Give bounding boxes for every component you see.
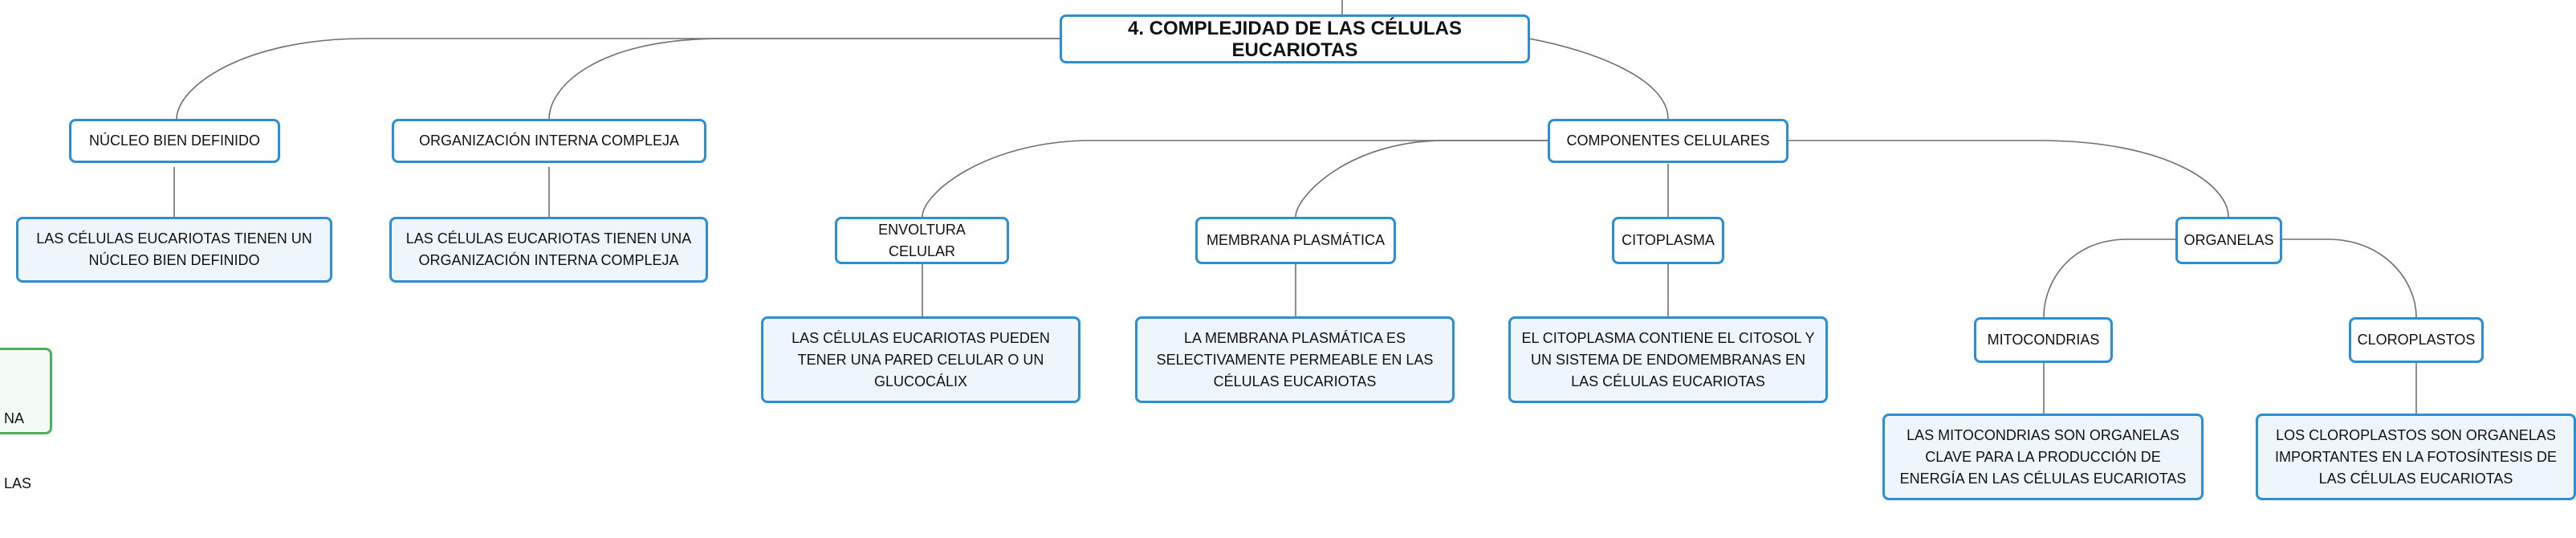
detail-mitocondrias-text: LAS MITOCONDRIAS SON ORGANELAS CLAVE PAR… <box>1899 426 2187 487</box>
connector-organelas-cloroplastos <box>2282 238 2417 318</box>
topic-organizacion-label: ORGANIZACIÓN INTERNA COMPLEJA <box>418 132 680 149</box>
mind-map-canvas: NA LAS 4. COMPLEJIDAD DE LAS CÉLULAS EUC… <box>0 0 2576 500</box>
detail-membrana-text: LA MEMBRANA PLASMÁTICA ES SELECTIVAMENTE… <box>1156 329 1434 389</box>
topic-cloroplastos[interactable]: CLOROPLASTOS <box>2349 317 2484 363</box>
topic-envoltura[interactable]: ENVOLTURA CELULAR <box>835 217 1009 264</box>
topic-nucleo[interactable]: NÚCLEO BIEN DEFINIDO <box>69 119 280 163</box>
topic-mitocondrias-label: MITOCONDRIAS <box>1987 332 2100 348</box>
root-topic[interactable]: 4. COMPLEJIDAD DE LAS CÉLULAS EUCARIOTAS <box>1060 14 1530 63</box>
detail-organizacion[interactable]: LAS CÉLULAS EUCARIOTAS TIENEN UNA ORGANI… <box>389 217 708 283</box>
connector-lines <box>173 0 2417 414</box>
topic-citoplasma-label: CITOPLASMA <box>1622 232 1715 248</box>
detail-membrana[interactable]: LA MEMBRANA PLASMÁTICA ES SELECTIVAMENTE… <box>1135 316 1455 403</box>
detail-mitocondrias[interactable]: LAS MITOCONDRIAS SON ORGANELAS CLAVE PAR… <box>1882 414 2204 500</box>
topic-mitocondrias[interactable]: MITOCONDRIAS <box>1974 317 2113 363</box>
root-topic-title: 4. COMPLEJIDAD DE LAS CÉLULAS EUCARIOTAS <box>1127 17 1463 61</box>
detail-organizacion-text: LAS CÉLULAS EUCARIOTAS TIENEN UNA ORGANI… <box>405 230 692 268</box>
detail-envoltura-text: LAS CÉLULAS EUCARIOTAS PUEDEN TENER UNA … <box>792 329 1050 389</box>
offscreen-topic-node[interactable]: NA LAS <box>0 348 52 491</box>
connector-root-organizacion <box>548 38 1060 120</box>
connector-comp-organelas <box>1789 140 2229 218</box>
detail-citoplasma[interactable]: EL CITOPLASMA CONTIENE EL CITOSOL Y UN S… <box>1508 316 1828 403</box>
connector-root-componentes <box>1528 38 1669 120</box>
connector-comp-envoltura <box>922 140 1548 218</box>
topic-membrana[interactable]: MEMBRANA PLASMÁTICA <box>1195 217 1396 264</box>
topic-organizacion[interactable]: ORGANIZACIÓN INTERNA COMPLEJA <box>392 119 706 163</box>
topic-membrana-label: MEMBRANA PLASMÁTICA <box>1206 232 1386 248</box>
detail-nucleo-text: LAS CÉLULAS EUCARIOTAS TIENEN UN NÚCLEO … <box>36 230 312 268</box>
detail-cloroplastos-text: LOS CLOROPLASTOS SON ORGANELAS IMPORTANT… <box>2274 426 2558 487</box>
connector-comp-membrana <box>1295 140 1548 218</box>
topic-organelas[interactable]: ORGANELAS <box>2175 217 2282 264</box>
detail-nucleo[interactable]: LAS CÉLULAS EUCARIOTAS TIENEN UN NÚCLEO … <box>16 217 332 283</box>
topic-envoltura-label: ENVOLTURA CELULAR <box>878 221 966 259</box>
topic-componentes-label: COMPONENTES CELULARES <box>1566 132 1770 149</box>
topic-nucleo-label: NÚCLEO BIEN DEFINIDO <box>88 132 261 149</box>
topic-citoplasma[interactable]: CITOPLASMA <box>1612 217 1724 264</box>
topic-cloroplastos-label: CLOROPLASTOS <box>2357 332 2476 348</box>
topic-componentes[interactable]: COMPONENTES CELULARES <box>1548 119 1789 163</box>
detail-cloroplastos[interactable]: LOS CLOROPLASTOS SON ORGANELAS IMPORTANT… <box>2256 414 2576 500</box>
connector-organelas-mitocondrias <box>2043 238 2175 318</box>
connector-root-nucleo <box>176 38 1060 120</box>
detail-citoplasma-text: EL CITOPLASMA CONTIENE EL CITOSOL Y UN S… <box>1521 329 1815 389</box>
offscreen-topic-line1: NA <box>4 410 25 426</box>
topic-organelas-label: ORGANELAS <box>2183 232 2274 248</box>
detail-envoltura[interactable]: LAS CÉLULAS EUCARIOTAS PUEDEN TENER UNA … <box>761 316 1080 403</box>
offscreen-topic-line2: LAS <box>4 475 32 491</box>
